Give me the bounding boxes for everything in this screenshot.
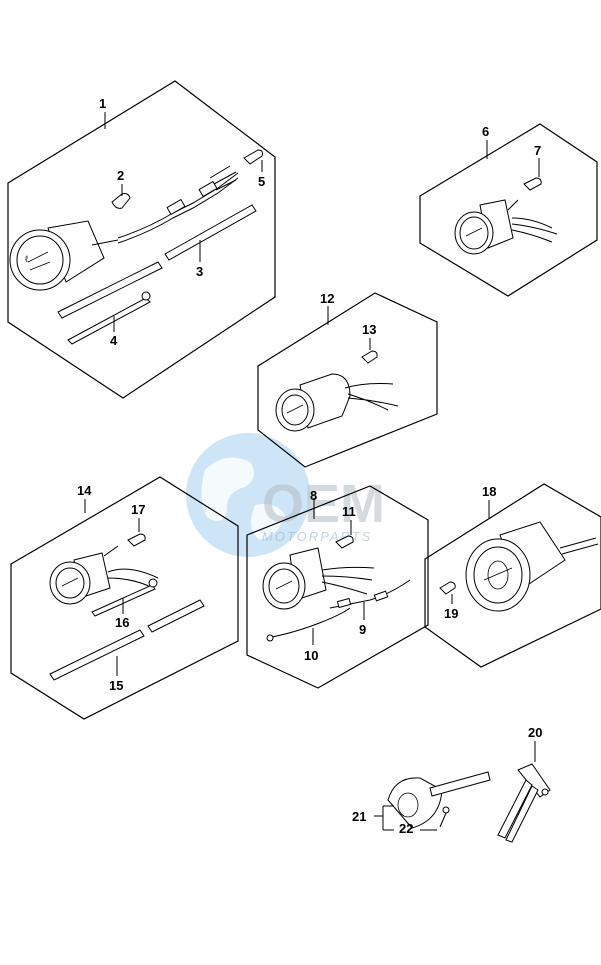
gauge-part-6 <box>454 199 558 255</box>
gauge-part-12 <box>275 373 399 432</box>
tube-part-3 <box>57 204 257 319</box>
bulb-part-13 <box>361 338 378 364</box>
callout-19: 19 <box>444 606 458 621</box>
group-6-outline <box>419 123 598 297</box>
leader-21 <box>374 805 394 831</box>
watermark-sub: MOTORPARTS <box>262 529 372 544</box>
callout-6: 6 <box>482 124 489 139</box>
group-14: 14 17 16 15 <box>10 476 239 720</box>
gauge-part-14 <box>49 545 159 605</box>
callout-1: 1 <box>99 96 106 111</box>
group-18-outline <box>424 483 601 668</box>
callout-17: 17 <box>131 502 145 517</box>
terminal-part-5 <box>243 149 263 172</box>
callout-5: 5 <box>258 174 265 189</box>
bulb-part-19 <box>439 581 456 604</box>
callout-21: 21 <box>352 809 366 824</box>
callout-11: 11 <box>342 504 356 519</box>
globe-icon <box>186 433 310 557</box>
bulb-part-11 <box>335 520 354 549</box>
callout-4: 4 <box>110 333 118 348</box>
tachometer-gauge: ℓ <box>9 220 119 291</box>
group-12: 12 13 <box>257 291 438 468</box>
callout-10: 10 <box>304 648 318 663</box>
lever-part-20 <box>497 763 551 843</box>
callout-8: 8 <box>310 488 317 503</box>
harness-part-10 <box>266 607 351 645</box>
callout-22: 22 <box>399 821 413 836</box>
group-8: 8 11 9 10 <box>246 485 429 689</box>
group-1-outline <box>7 80 276 399</box>
callout-12: 12 <box>320 291 334 306</box>
gauge-part-18 <box>465 521 599 612</box>
callout-3: 3 <box>196 264 203 279</box>
screw-part-22 <box>439 806 450 828</box>
callout-9: 9 <box>359 622 366 637</box>
group-6: 6 7 <box>419 123 598 297</box>
callout-14: 14 <box>77 483 92 498</box>
cable-tie-part-16 <box>91 578 158 617</box>
group-1: 1 ℓ 2 5 <box>7 80 276 399</box>
callout-15: 15 <box>109 678 123 693</box>
bulb-part-17 <box>127 518 146 547</box>
group-14-outline <box>10 476 239 720</box>
harness-part-9 <box>329 579 411 620</box>
bulb-part-2 <box>111 184 131 209</box>
lever-part-21 <box>387 771 491 829</box>
callout-13: 13 <box>362 322 376 337</box>
callout-7: 7 <box>534 143 541 158</box>
callout-18: 18 <box>482 484 496 499</box>
gauge-part-8 <box>262 547 375 610</box>
callout-20: 20 <box>528 725 542 740</box>
tube-part-15 <box>49 599 205 681</box>
svg-text:ℓ: ℓ <box>25 254 29 264</box>
group-18: 18 19 <box>424 483 601 668</box>
callout-2: 2 <box>117 168 124 183</box>
group-12-outline <box>257 292 438 468</box>
bulb-part-7 <box>523 158 542 191</box>
group-20-22: 20 21 22 <box>352 725 551 843</box>
cable-tie-part-4 <box>67 291 151 345</box>
group-8-outline <box>246 485 429 689</box>
callout-16: 16 <box>115 615 129 630</box>
